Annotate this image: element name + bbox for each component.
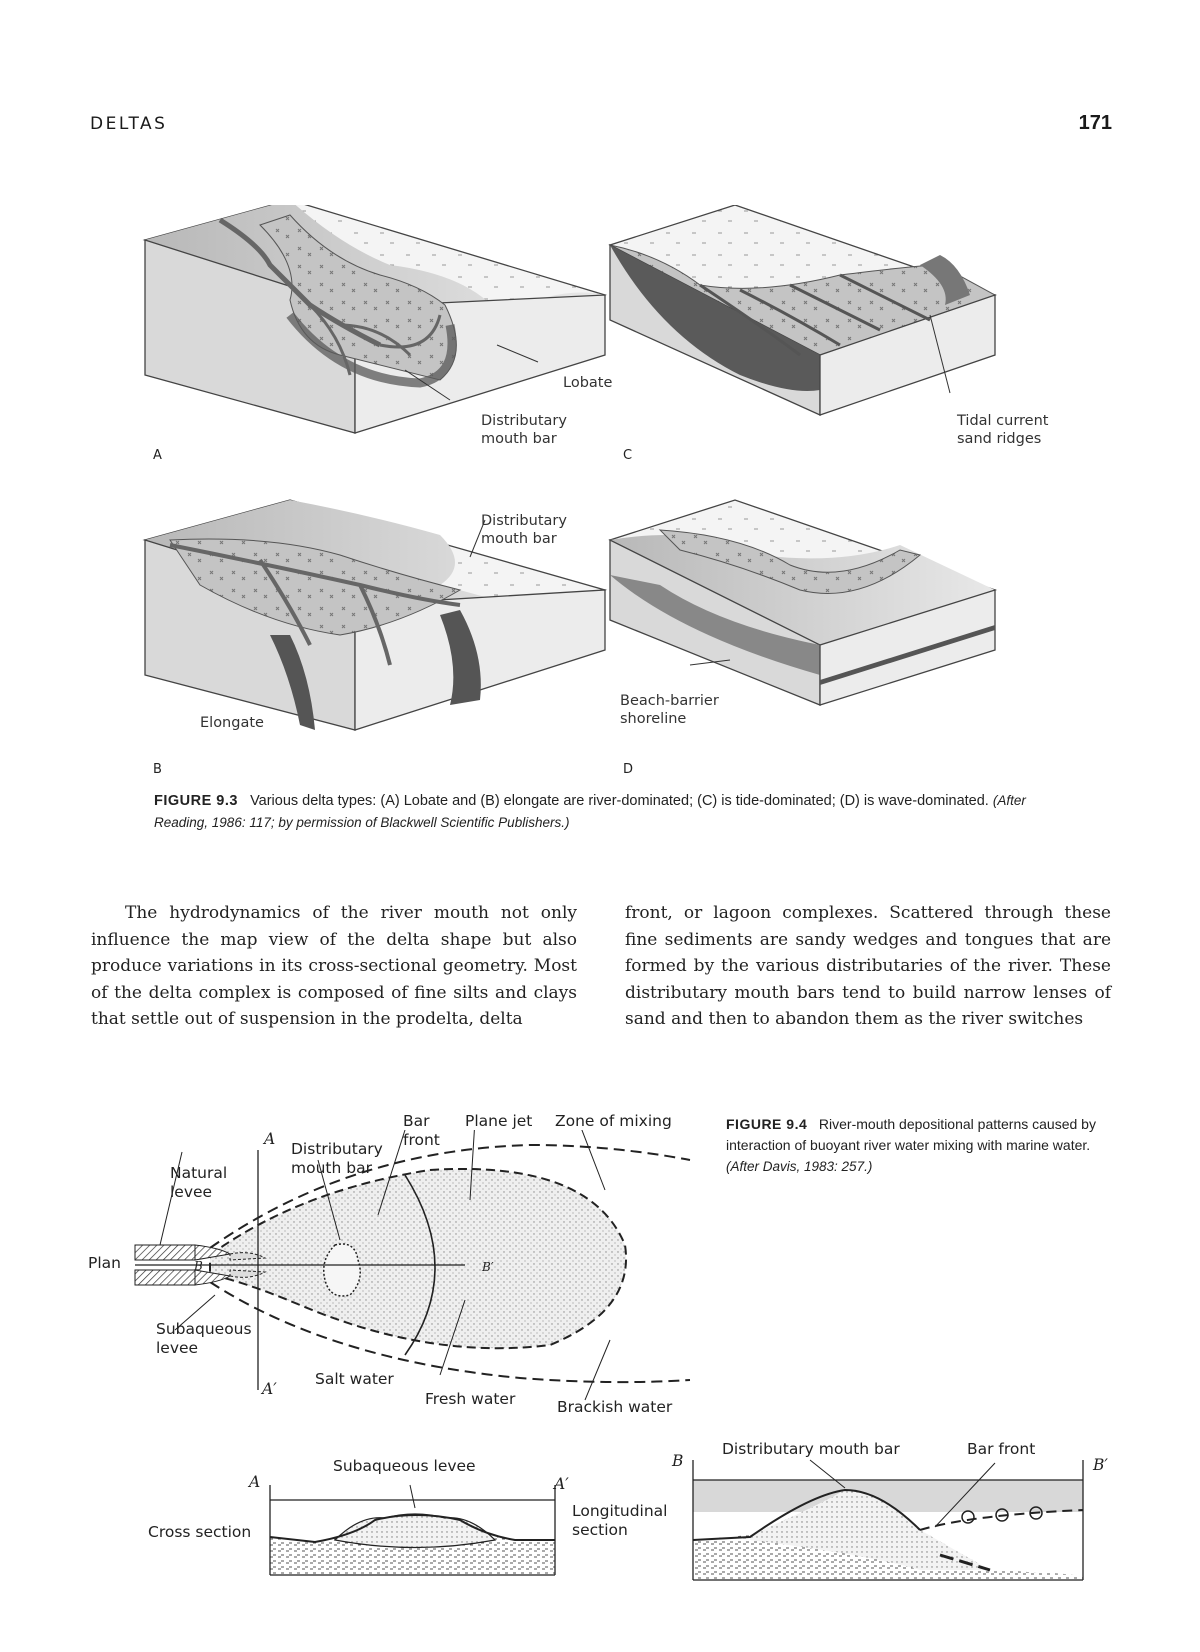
label-bar-front: Bar front [403,1112,440,1150]
label-long-distributary-mouth-bar: Distributary mouth bar [722,1440,900,1459]
running-head: DELTAS [90,114,167,134]
figure-9-4-number: FIGURE 9.4 [726,1116,807,1132]
label-beach-barrier-shoreline: Beach-barrier shoreline [620,692,719,728]
label-brackish-water: Brackish water [557,1398,672,1417]
panel-letter-c: C [623,448,632,463]
label-cross-a: A [249,1473,260,1492]
label-plan-a: A [264,1130,275,1149]
label-longitudinal-section: Longitudinal section [572,1502,668,1540]
label-cross-a-prime-text: A′ [554,1475,569,1493]
label-plan-b: B [194,1257,203,1276]
panel-letter-d: D [623,762,633,777]
label-long-b-text: B [672,1452,683,1470]
label-plan-b-prime: B′ [482,1258,494,1277]
label-a-callout-line1: Distributary [481,412,567,430]
label-b-distributary-mouth-bar: Distributary mouth bar [481,512,567,548]
label-subaqueous-levee: Subaqueous levee [156,1320,252,1358]
label-distributary-mouth-bar: Distributary mouth bar [291,1140,383,1178]
figure-9-3-caption: FIGURE 9.3 Various delta types: (A) Loba… [154,790,1034,834]
body-column-1-paragraph: The hydrodynamics of the river mouth not… [91,900,577,1033]
label-cross-section: Cross section [148,1523,251,1542]
label-long-b-prime-text: B′ [1093,1456,1108,1474]
label-dmb-line1: Distributary [291,1140,383,1159]
label-natural-levee: Natural levee [170,1164,227,1202]
label-plan: Plan [88,1254,121,1273]
label-subaqueous-levee-line2: levee [156,1339,252,1358]
figure-9-3-artwork [140,205,1060,765]
label-long-b-prime: B′ [1093,1456,1108,1475]
label-dmb-line2: mouth bar [291,1159,383,1178]
label-c-callout-line1: Tidal current [957,412,1048,430]
label-natural-levee-line2: levee [170,1183,227,1202]
label-fresh-water: Fresh water [425,1390,515,1409]
label-cross-subaqueous-levee: Subaqueous levee [333,1457,476,1476]
figure-9-4-caption: FIGURE 9.4 River-mouth depositional patt… [726,1114,1106,1177]
label-lobate: Lobate [563,374,612,392]
label-cross-a-text: A [249,1473,260,1491]
label-bar-front-line1: Bar [403,1112,440,1131]
block-d-wave-dominated [610,500,995,705]
body-column-1: The hydrodynamics of the river mouth not… [91,900,577,1033]
figure-9-4-credit: (After Davis, 1983: 257.) [726,1159,872,1174]
figure-9-3-number: FIGURE 9.3 [154,793,238,809]
label-elongate: Elongate [200,714,264,732]
label-plan-b-prime-text: B′ [482,1260,494,1274]
page-number: 171 [1079,112,1112,135]
label-d-callout-line1: Beach-barrier [620,692,719,710]
label-tidal-current-sand-ridges: Tidal current sand ridges [957,412,1048,448]
body-column-2-paragraph: front, or lagoon complexes. Scattered th… [625,900,1111,1033]
label-plane-jet: Plane jet [465,1112,532,1131]
label-subaqueous-levee-line1: Subaqueous [156,1320,252,1339]
body-column-2: front, or lagoon complexes. Scattered th… [625,900,1111,1033]
label-d-callout-line2: shoreline [620,710,719,728]
label-cross-a-prime: A′ [554,1475,569,1494]
label-zone-of-mixing: Zone of mixing [555,1112,672,1131]
label-long-b: B [672,1452,683,1471]
label-plan-a-prime: A′ [262,1380,277,1399]
label-plan-a-text: A [264,1130,275,1148]
label-long-bar-front: Bar front [967,1440,1035,1459]
label-longitudinal-line1: Longitudinal [572,1502,668,1521]
label-bar-front-line2: front [403,1131,440,1150]
label-c-callout-line2: sand ridges [957,430,1048,448]
block-a-lobate [145,205,605,433]
label-a-callout-line2: mouth bar [481,430,567,448]
label-plan-a-prime-text: A′ [262,1380,277,1398]
label-natural-levee-line1: Natural [170,1164,227,1183]
panel-letter-b: B [153,762,162,777]
label-b-callout-line1: Distributary [481,512,567,530]
label-salt-water: Salt water [315,1370,394,1389]
label-longitudinal-line2: section [572,1521,668,1540]
block-c-tide-dominated [610,205,995,415]
label-b-callout-line2: mouth bar [481,530,567,548]
panel-letter-a: A [153,448,162,463]
figure-9-3-text: Various delta types: (A) Lobate and (B) … [250,793,989,809]
label-plan-b-text: B [194,1259,203,1273]
figure-9-4-longitudinal-section [690,1455,1085,1585]
label-a-distributary-mouth-bar: Distributary mouth bar [481,412,567,448]
figure-9-4-cross-section [265,1480,565,1580]
